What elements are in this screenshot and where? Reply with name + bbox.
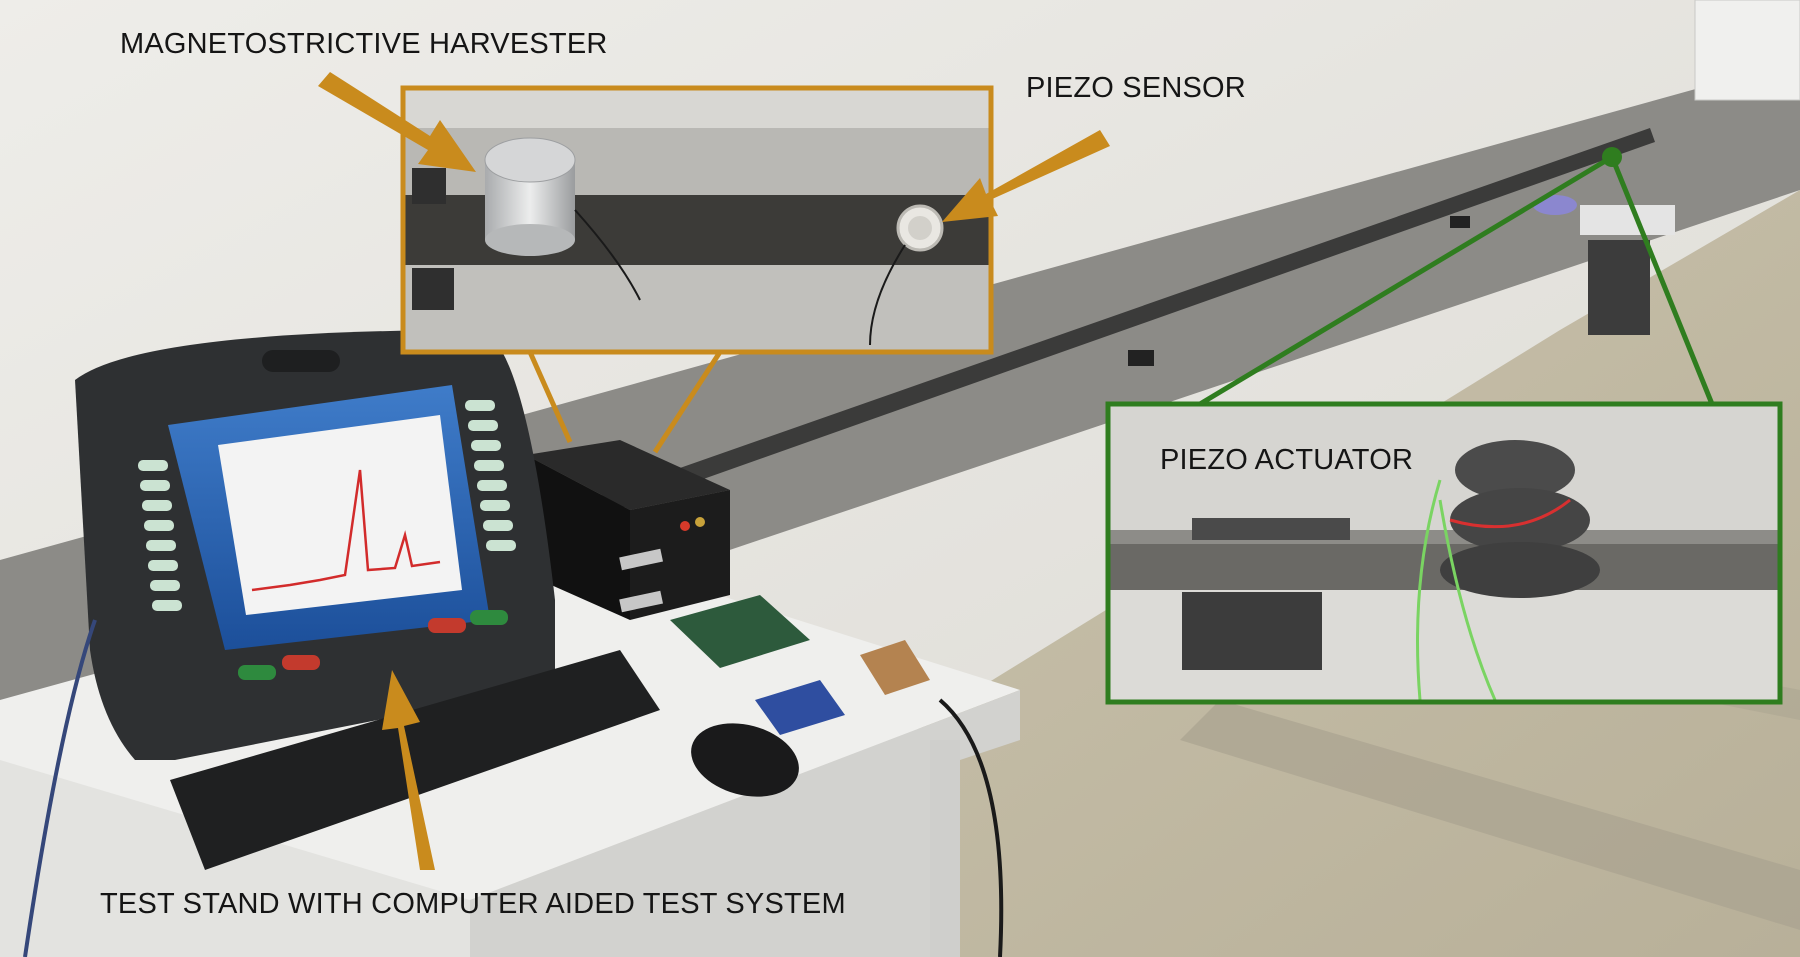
- cable: [23, 619, 97, 957]
- indicator-red: [680, 521, 690, 531]
- actuator-green-wire-2: [1438, 499, 1497, 701]
- sensor-wire: [869, 244, 906, 346]
- controller-box-front: [630, 490, 730, 620]
- db-connector-2: [619, 590, 663, 613]
- label-piezo-actuator: PIEZO ACTUATOR: [1160, 444, 1414, 476]
- cable-2: [938, 698, 1004, 957]
- actuator-foam-1: [1455, 440, 1575, 500]
- foam-block-top: [1192, 518, 1350, 540]
- keyboard: [170, 650, 660, 870]
- label-test-stand: TEST STAND WITH COMPUTER AIDED TEST SYST…: [100, 888, 846, 920]
- beam-support-1: [1128, 350, 1154, 366]
- harvester-wire: [574, 209, 641, 301]
- arduino-board: [755, 680, 845, 735]
- harvester-top: [484, 137, 576, 183]
- harvester-bottom: [485, 224, 575, 256]
- label-piezo-sensor: PIEZO SENSOR: [1026, 72, 1246, 104]
- shaker-top: [1580, 205, 1675, 235]
- inset-actuator: [1105, 401, 1783, 705]
- red-key-1: [282, 655, 320, 670]
- table-right-side: [470, 690, 1020, 957]
- label-magnetostrictive-harvester: MAGNETOSTRICTIVE HARVESTER: [120, 28, 608, 60]
- green-key-1: [238, 665, 276, 680]
- circuit-board: [670, 595, 810, 668]
- green-pointer-dot: [1602, 147, 1622, 167]
- green-connector-right: [1609, 156, 1715, 405]
- actuator-foam-3: [1440, 542, 1600, 598]
- green-key-2: [470, 610, 508, 625]
- mouse: [691, 723, 799, 797]
- connector-block: [860, 640, 930, 695]
- arrow-harvester: [318, 72, 476, 172]
- db-connector-1: [619, 548, 663, 571]
- arrow-piezo-sensor: [942, 130, 1110, 222]
- inset-harvester-sensor: [400, 85, 994, 355]
- floor-stripe: [1180, 700, 1800, 930]
- inset-frame-orange: [400, 85, 994, 355]
- controller-box-top: [526, 440, 730, 510]
- indicator-gold: [695, 517, 705, 527]
- steel-beam: [560, 128, 1655, 528]
- wall-box: [1694, 0, 1800, 101]
- table-leg: [930, 740, 960, 957]
- actuator-foam-2: [1450, 488, 1590, 552]
- actuator-red-wire: [1449, 498, 1571, 529]
- orange-connector-right: [652, 350, 723, 454]
- inset-frame-green: [1105, 401, 1783, 705]
- green-connector-left: [1198, 154, 1614, 407]
- red-key-2: [428, 618, 466, 633]
- terminal-speaker: [262, 350, 340, 372]
- orange-connector-left: [527, 350, 573, 444]
- plot-signal: [251, 469, 441, 592]
- side-buttons: [138, 400, 516, 611]
- actuator-green-wire-1: [1416, 479, 1442, 701]
- beam-support-2: [1450, 216, 1470, 228]
- shaker-device: [1588, 240, 1650, 335]
- arrow-test-stand: [382, 670, 435, 870]
- foam-block-bottom: [1182, 592, 1322, 670]
- plot-window: [218, 415, 462, 615]
